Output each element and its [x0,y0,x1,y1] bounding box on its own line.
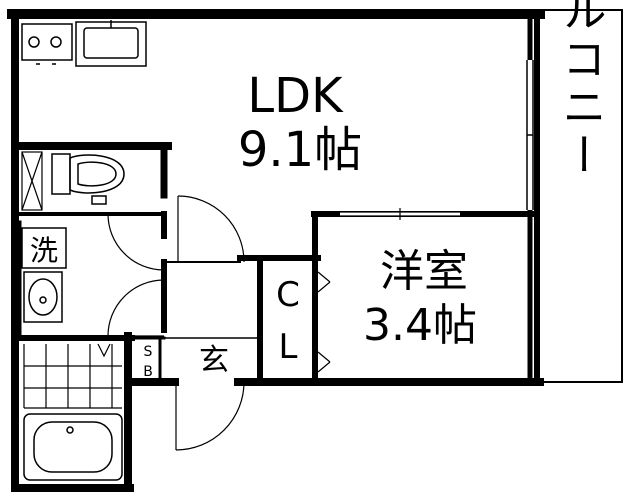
bathroom [23,343,122,409]
closet-bottom-label: L [279,327,298,367]
toilet-icon [51,153,125,205]
balcony-window [526,60,534,210]
western-room-size: 3.4帖 [363,300,477,351]
doors [107,195,331,451]
balcony [534,9,623,383]
closet-top-label: C [276,275,300,315]
ldk-name: LDK [247,68,344,124]
laundry-sink [23,271,63,323]
balcony-name: バルコニー [555,0,606,180]
toilet-storage [21,151,43,211]
laundry-label [21,227,67,269]
entrance-label: 玄 [199,343,229,378]
bathtub [23,413,123,481]
shoe-box-bottom-label: B [143,364,153,380]
western-room-name: 洋室 [380,246,468,297]
ldk-size: 9.1帖 [238,122,362,178]
western-room-window [340,208,460,220]
kitchen-sink [75,20,147,67]
shoe-box-top-label: S [144,344,153,360]
laundry-name: 洗 [30,234,58,267]
stove [21,23,73,65]
